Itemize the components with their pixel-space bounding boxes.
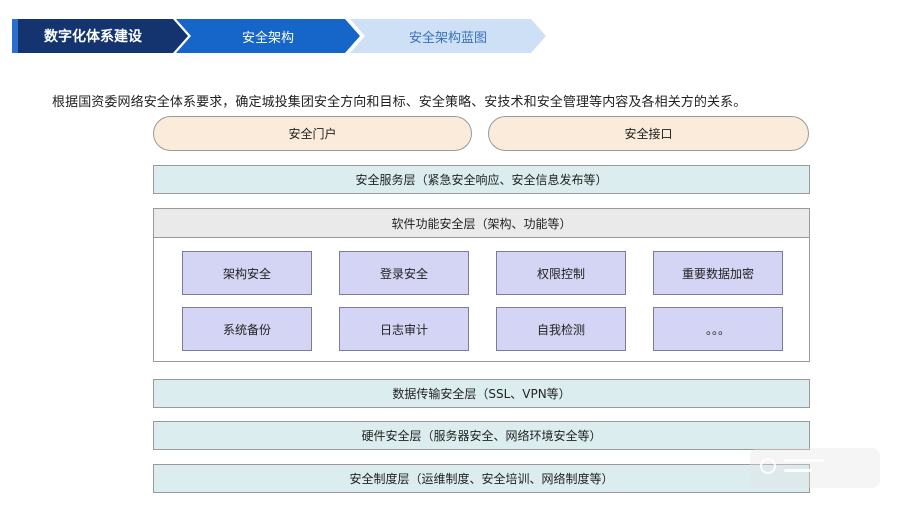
module-architecture-security: 架构安全 [182, 251, 312, 295]
data-transmission-security-layer: 数据传输安全层（SSL、VPN等） [153, 379, 810, 408]
breadcrumb-item-architecture-blueprint[interactable]: 安全架构蓝图 [350, 19, 546, 53]
data-transmission-layer-label: 数据传输安全层（SSL、VPN等） [392, 387, 571, 401]
breadcrumb-item-security-architecture[interactable]: 安全架构 [176, 19, 360, 53]
security-service-layer-label: 安全服务层（紧急安全响应、安全信息发布等） [355, 173, 608, 187]
software-layer-title: 软件功能安全层（架构、功能等） [154, 209, 809, 238]
software-function-security-layer: 软件功能安全层（架构、功能等） 架构安全 登录安全 权限控制 重要数据加密 系统… [153, 208, 810, 362]
module-access-control: 权限控制 [496, 251, 626, 295]
software-layer-title-label: 软件功能安全层（架构、功能等） [391, 216, 572, 231]
module-log-audit: 日志审计 [339, 307, 469, 351]
security-interface-label: 安全接口 [624, 127, 673, 141]
security-policy-layer: 安全制度层（运维制度、安全培训、网络制度等） [153, 464, 810, 493]
security-portal-label: 安全门户 [288, 127, 337, 141]
module-self-check: 自我检测 [496, 307, 626, 351]
security-service-layer: 安全服务层（紧急安全响应、安全信息发布等） [153, 165, 810, 194]
breadcrumb-label: 安全架构 [241, 30, 294, 46]
module-label: 重要数据加密 [681, 266, 754, 281]
module-label: 系统备份 [222, 322, 271, 337]
module-system-backup: 系统备份 [182, 307, 312, 351]
breadcrumb-accent-bar [12, 19, 18, 53]
module-label: 自我检测 [536, 322, 585, 337]
breadcrumb-label: 安全架构蓝图 [408, 30, 487, 46]
module-data-encryption: 重要数据加密 [653, 251, 783, 295]
module-label: 权限控制 [536, 266, 585, 281]
module-login-security: 登录安全 [339, 251, 469, 295]
module-label: 日志审计 [379, 322, 428, 337]
module-more: 。。。 [653, 307, 783, 351]
module-label: 。。。 [705, 322, 730, 337]
module-label: 登录安全 [379, 266, 428, 281]
module-label: 架构安全 [222, 266, 271, 281]
page-description: 根据国资委网络安全体系要求，确定城投集团安全方向和目标、安全策略、安技术和安全管… [52, 95, 747, 110]
policy-layer-label: 安全制度层（运维制度、安全培训、网络制度等） [349, 472, 614, 486]
security-interface-box: 安全接口 [488, 116, 809, 151]
hardware-layer-label: 硬件安全层（服务器安全、网络环境安全等） [361, 429, 602, 443]
watermark-stroke [784, 459, 824, 462]
hardware-security-layer: 硬件安全层（服务器安全、网络环境安全等） [153, 421, 810, 450]
security-portal-box: 安全门户 [153, 116, 472, 151]
breadcrumb-label: 数字化体系建设 [44, 29, 142, 45]
breadcrumb-item-digital-system[interactable]: 数字化体系建设 [12, 19, 188, 53]
